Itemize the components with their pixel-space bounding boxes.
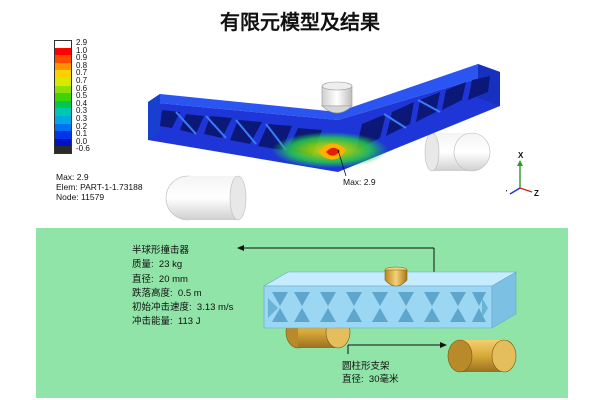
max-callout: Max: 2.9 [343,177,376,187]
legend-label: 0.1 [76,129,88,139]
legend-swatch [54,131,72,139]
axis-y-label: Y [506,189,508,198]
legend-swatch [54,55,72,63]
legend-row: -0.6 [54,144,144,154]
impactor [321,81,353,114]
schematic-impactor [384,266,408,287]
legend-swatch [54,47,72,56]
axis-triad: X Y Z [506,151,539,198]
legend-label: 0.7 [76,68,88,78]
legend-row: 2.9 [54,38,144,48]
legend-row: 0.0 [54,136,144,147]
legend-swatch [54,62,72,71]
test-setup-schematic: 半球形撞击器 质量: 23 kg 直径: 20 mm 跌落高度: 0.5 m 初… [36,228,568,398]
support-diameter: 直径: 30毫米 [342,374,399,385]
right-support-cylinder [424,132,491,172]
schematic-beam [262,271,518,329]
impactor-name: 半球形撞击器 [132,245,190,256]
legend-label: 0.3 [76,113,88,123]
legend-label: 0.6 [76,83,88,93]
impactor-diameter: 直径: 20 mm [132,273,188,285]
legend-label: 1.0 [76,45,88,55]
legend-label: 0.0 [76,136,88,146]
legend-row: 0.3 [54,113,144,124]
axis-x-label: X [518,151,524,160]
impact-energy: 冲击能量: 113 J [132,316,201,328]
impactor-mass: 质量: 23 kg [132,259,183,271]
legend-row: 0.3 [54,106,144,116]
legend-swatch [54,40,72,48]
legend-swatch [54,146,72,154]
legend-row: 0.2 [54,121,144,132]
schematic-drawing [237,245,518,373]
legend-row: 0.6 [54,83,144,94]
max-value: Max: 2.9 [56,172,89,182]
legend-swatch [54,93,72,101]
left-support-cylinder [165,175,247,221]
legend-swatch [54,77,72,86]
legend-row: 0.1 [54,129,144,139]
legend-row: 0.4 [54,98,144,109]
legend-label: 2.9 [76,38,88,47]
node-id: Node: 11579 [56,192,105,202]
result-info: Max: 2.9 Elem: PART-1-1.73188 Node: 1157… [56,172,143,202]
legend-label: 0.2 [76,121,88,131]
legend-swatch [54,70,72,78]
legend-row: 0.9 [54,53,144,63]
legend-row: 0.7 [54,75,144,86]
impactor-spec: 半球形撞击器 质量: 23 kg 直径: 20 mm 跌落高度: 0.5 m 初… [132,244,233,330]
element-id: Elem: PART-1-1.73188 [56,182,143,192]
legend-label: 0.4 [76,98,88,108]
schematic-right-support [447,339,517,373]
legend-swatch [54,108,72,116]
legend-swatch [54,115,72,124]
legend-label: 0.3 [76,106,88,116]
legend-swatch [54,85,72,94]
legend-label: -0.6 [76,144,90,154]
legend-label: 0.8 [76,60,88,70]
legend-swatch [54,138,72,147]
legend-label: 0.7 [76,75,88,85]
legend-label: 0.9 [76,53,88,63]
drop-height: 跌落高度: 0.5 m [132,287,202,299]
support-spec: 圆柱形支架 直径: 30毫米 [342,360,399,386]
legend-swatch [54,123,72,132]
legend-swatch [54,100,72,109]
legend-row: 1.0 [54,45,144,56]
legend-row: 0.7 [54,68,144,78]
page-title: 有限元模型及结果 [220,10,380,34]
legend-row: 0.8 [54,60,144,71]
initial-impact-velocity: 初始冲击速度: 3.13 m/s [132,302,234,314]
legend-label: 0.5 [76,91,88,101]
support-leader [347,342,447,354]
axis-z-label: Z [534,189,539,198]
legend-row: 0.5 [54,91,144,101]
deformed-beam [148,64,500,172]
support-name: 圆柱形支架 [342,361,390,372]
